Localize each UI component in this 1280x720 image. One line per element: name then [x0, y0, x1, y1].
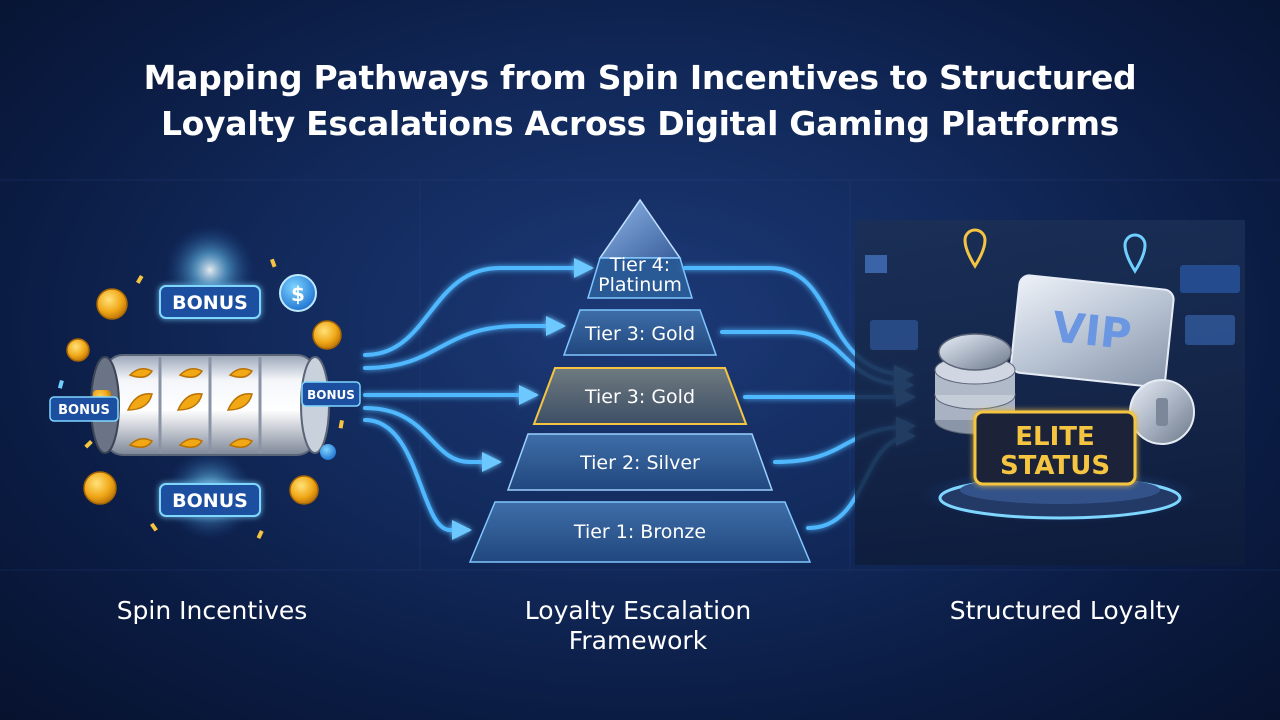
svg-text:STATUS: STATUS	[1000, 451, 1110, 481]
bonus-badge-bottom: BONUS	[159, 483, 261, 517]
caption-loyalty-line1: Loyalty Escalation	[524, 596, 752, 625]
tier-1-label: Tier 1: Bronze	[573, 521, 706, 543]
caption-spin-incentives: Spin Incentives	[116, 596, 308, 625]
arrow-to-tier3a	[363, 316, 566, 370]
bonus-badge-top: BONUS	[159, 285, 261, 319]
dollar-coin-icon: $	[279, 274, 317, 312]
arrow-to-tier4	[363, 258, 594, 357]
tier-4-label-line2: Platinum	[598, 274, 682, 296]
tier-1-block	[468, 501, 812, 563]
location-pin-icon	[963, 228, 987, 269]
vip-card: VIP	[1010, 274, 1175, 389]
tier-2-label: Tier 2: Silver	[579, 452, 700, 474]
tier-3b-label: Tier 3: Gold	[584, 386, 695, 408]
gold-coin-icons	[66, 288, 342, 505]
title-line-2: Loyalty Escalations Across Digital Gamin…	[160, 104, 1120, 143]
small-blue-coin-icon	[320, 444, 336, 460]
arrow-to-tier1	[363, 418, 472, 540]
bonus-badge-left: BONUS	[49, 396, 119, 422]
caption-structured-loyalty: Structured Loyalty	[949, 596, 1181, 625]
title-line-1: Mapping Pathways from Spin Incentives to…	[143, 58, 1137, 97]
tier-3a-label: Tier 3: Gold	[584, 323, 695, 345]
svg-text:BONUS: BONUS	[58, 403, 110, 418]
svg-text:BONUS: BONUS	[307, 388, 355, 402]
confetti-decoration	[57, 258, 344, 539]
slot-machine-illustration: BONUS BONUS BONUS BONUS $	[49, 225, 361, 540]
svg-text:BONUS: BONUS	[172, 490, 248, 512]
elite-status-plate: ELITE STATUS	[973, 410, 1137, 486]
tier-4-block	[586, 257, 694, 299]
vip-reward-scene: VIP ELITE STATUS	[855, 220, 1245, 565]
arrow-to-tier2	[363, 406, 502, 472]
location-pin-icon	[1123, 233, 1147, 274]
caption-loyalty-line2: Framework	[568, 626, 708, 655]
svg-text:VIP: VIP	[1050, 302, 1134, 359]
bonus-badge-right: BONUS	[301, 381, 361, 407]
caption-loyalty-framework: Loyalty Escalation Framework	[488, 596, 788, 656]
tier-4-label-line1: Tier 4:	[609, 254, 670, 276]
svg-text:$: $	[291, 282, 305, 306]
tier-3b-block	[532, 367, 748, 425]
reel-symbols	[126, 368, 254, 448]
svg-text:BONUS: BONUS	[172, 292, 248, 314]
page-title: Mapping Pathways from Spin Incentives to…	[0, 55, 1280, 147]
svg-text:ELITE: ELITE	[1015, 422, 1095, 452]
tier-2-block	[506, 433, 774, 491]
tier-3a-block	[562, 309, 718, 356]
incoming-arrows	[363, 258, 594, 540]
loyalty-pyramid: Tier 4: Platinum Tier 3: Gold Tier 3: Go…	[468, 198, 812, 563]
pyramid-apex	[598, 198, 682, 259]
